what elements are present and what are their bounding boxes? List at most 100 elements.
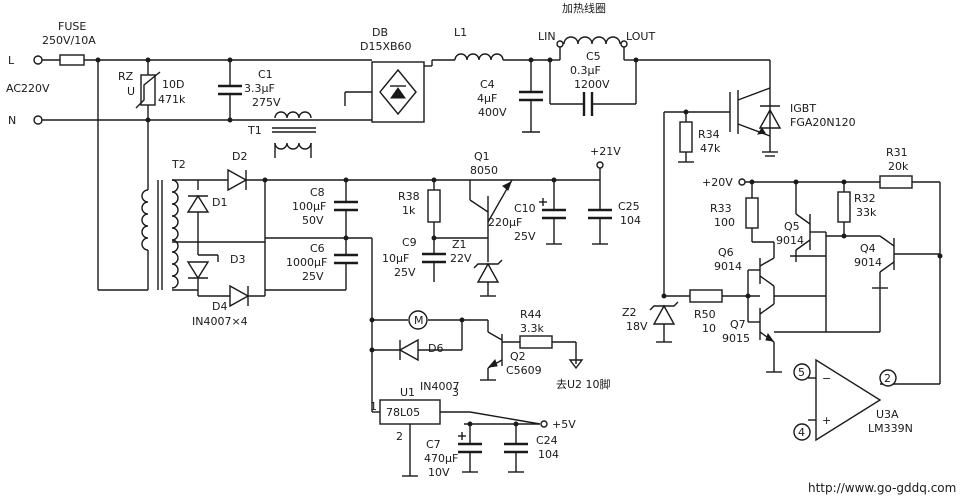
inductor-l1 [432,53,553,63]
c5-value: 0.3μF [570,64,601,77]
db-label: DB [372,26,388,39]
varistor-rz [135,60,161,120]
u1-pin1: 1 [370,400,377,413]
c8-label: C8 [310,186,325,199]
c7-value: 470μF [424,452,458,465]
line-label: L [8,54,15,67]
u1-pin2: 2 [396,430,403,443]
c6-voltage: 25V [302,270,324,283]
c1-value: 3.3μF [244,82,275,95]
c5-voltage: 1200V [574,78,610,91]
r44-value: 3.3k [520,322,544,335]
v5-label: +5V [552,418,576,431]
diode-d4 [197,180,266,308]
rz-value: 471k [158,93,186,106]
u2-pin-note: 去U2 10脚 [556,377,611,391]
capacitor-c25 [588,161,612,245]
transformer-t2 [97,60,179,291]
q2-label: Q2 [510,350,526,363]
opamp-minus: − [822,372,831,385]
u3a-label: U3A [876,408,899,421]
neutral-label: N [8,114,16,127]
z1-value: 22V [450,252,472,265]
c1-label: C1 [258,68,273,81]
r50-label: R50 [694,308,716,321]
r32-value: 33k [856,206,877,219]
transistor-q1 [469,179,513,240]
resistor-r33 [745,182,774,243]
mains-input [33,54,372,125]
capacitor-c1 [218,60,242,120]
resistor-r34 [678,112,694,163]
heating-coil [549,36,771,116]
igbt [663,87,782,296]
opamp-pin5: 5 [798,366,805,379]
q2-value: C5609 [506,364,542,377]
motor-label: M [414,314,424,327]
r44-label: R44 [520,308,542,321]
c4-voltage: 400V [478,106,507,119]
v21-label: +21V [590,145,621,158]
q5-value: 9014 [776,234,804,247]
diodes-value: IN4007×4 [192,315,248,328]
d1-label: D1 [212,196,227,209]
opamp-pin2: 2 [884,372,891,385]
fan-motor-circuit [369,310,584,381]
r31-label: R31 [886,146,908,159]
diode-d3 [172,242,219,291]
dc-ground-rail [522,128,540,133]
resistor-r32 [826,182,880,239]
resistor-r38 [427,177,488,241]
ac-label: AC220V [6,82,50,95]
v20-label: +20V [702,176,733,189]
d6-value: IN4007 [420,380,459,393]
comparator-u3a [793,358,940,442]
db-value: D15XB60 [360,40,412,53]
c10-voltage: 25V [514,230,536,243]
q4-label: Q4 [860,242,876,255]
fuse-label: FUSE [58,20,86,33]
c10-value: 220μF [488,216,522,229]
drive-rail [738,175,943,384]
q1-label: Q1 [474,150,490,163]
u1-value: 78L05 [386,406,420,419]
capacitor-c9 [422,238,446,282]
r50-value: 10 [702,322,716,335]
regulator-u1 [372,399,548,477]
choke-t1 [272,111,316,158]
r34-value: 47k [700,142,721,155]
source-url: http://www.go-gddq.com [808,481,956,495]
igbt-value: FGA20N120 [790,116,856,129]
transistor-q4 [872,235,940,289]
c4-label: C4 [480,78,495,91]
z1-label: Z1 [452,238,467,251]
capacitor-c4 [519,60,543,128]
c8-voltage: 50V [302,214,324,227]
z2-label: Z2 [622,306,637,319]
u1-pin3: 3 [452,386,459,399]
q6-value: 9014 [714,260,742,273]
c9-value: 10μF [382,252,409,265]
r33-label: R33 [710,202,732,215]
c25-label: C25 [618,200,640,213]
capacitor-c8 [334,177,358,238]
c4-value: 4μF [477,92,497,105]
lin-label: LIN [538,30,556,43]
r34-label: R34 [698,128,720,141]
opamp-plus: + [822,414,831,427]
c6-label: C6 [310,242,325,255]
u1-label: U1 [400,386,415,399]
zener-z2 [649,289,760,343]
coil-title: 加热线圈 [562,1,606,15]
r31-value: 20k [888,160,909,173]
capacitor-c24 [504,424,528,473]
q7-value: 9015 [722,332,750,345]
d3-label: D3 [230,253,245,266]
c6-value: 1000μF [286,256,327,269]
c8-value: 100μF [292,200,326,213]
t2-label: T2 [171,158,186,171]
r38-value: 1k [402,204,416,217]
c24-value: 104 [538,448,559,461]
transistor-q7 [747,256,881,373]
